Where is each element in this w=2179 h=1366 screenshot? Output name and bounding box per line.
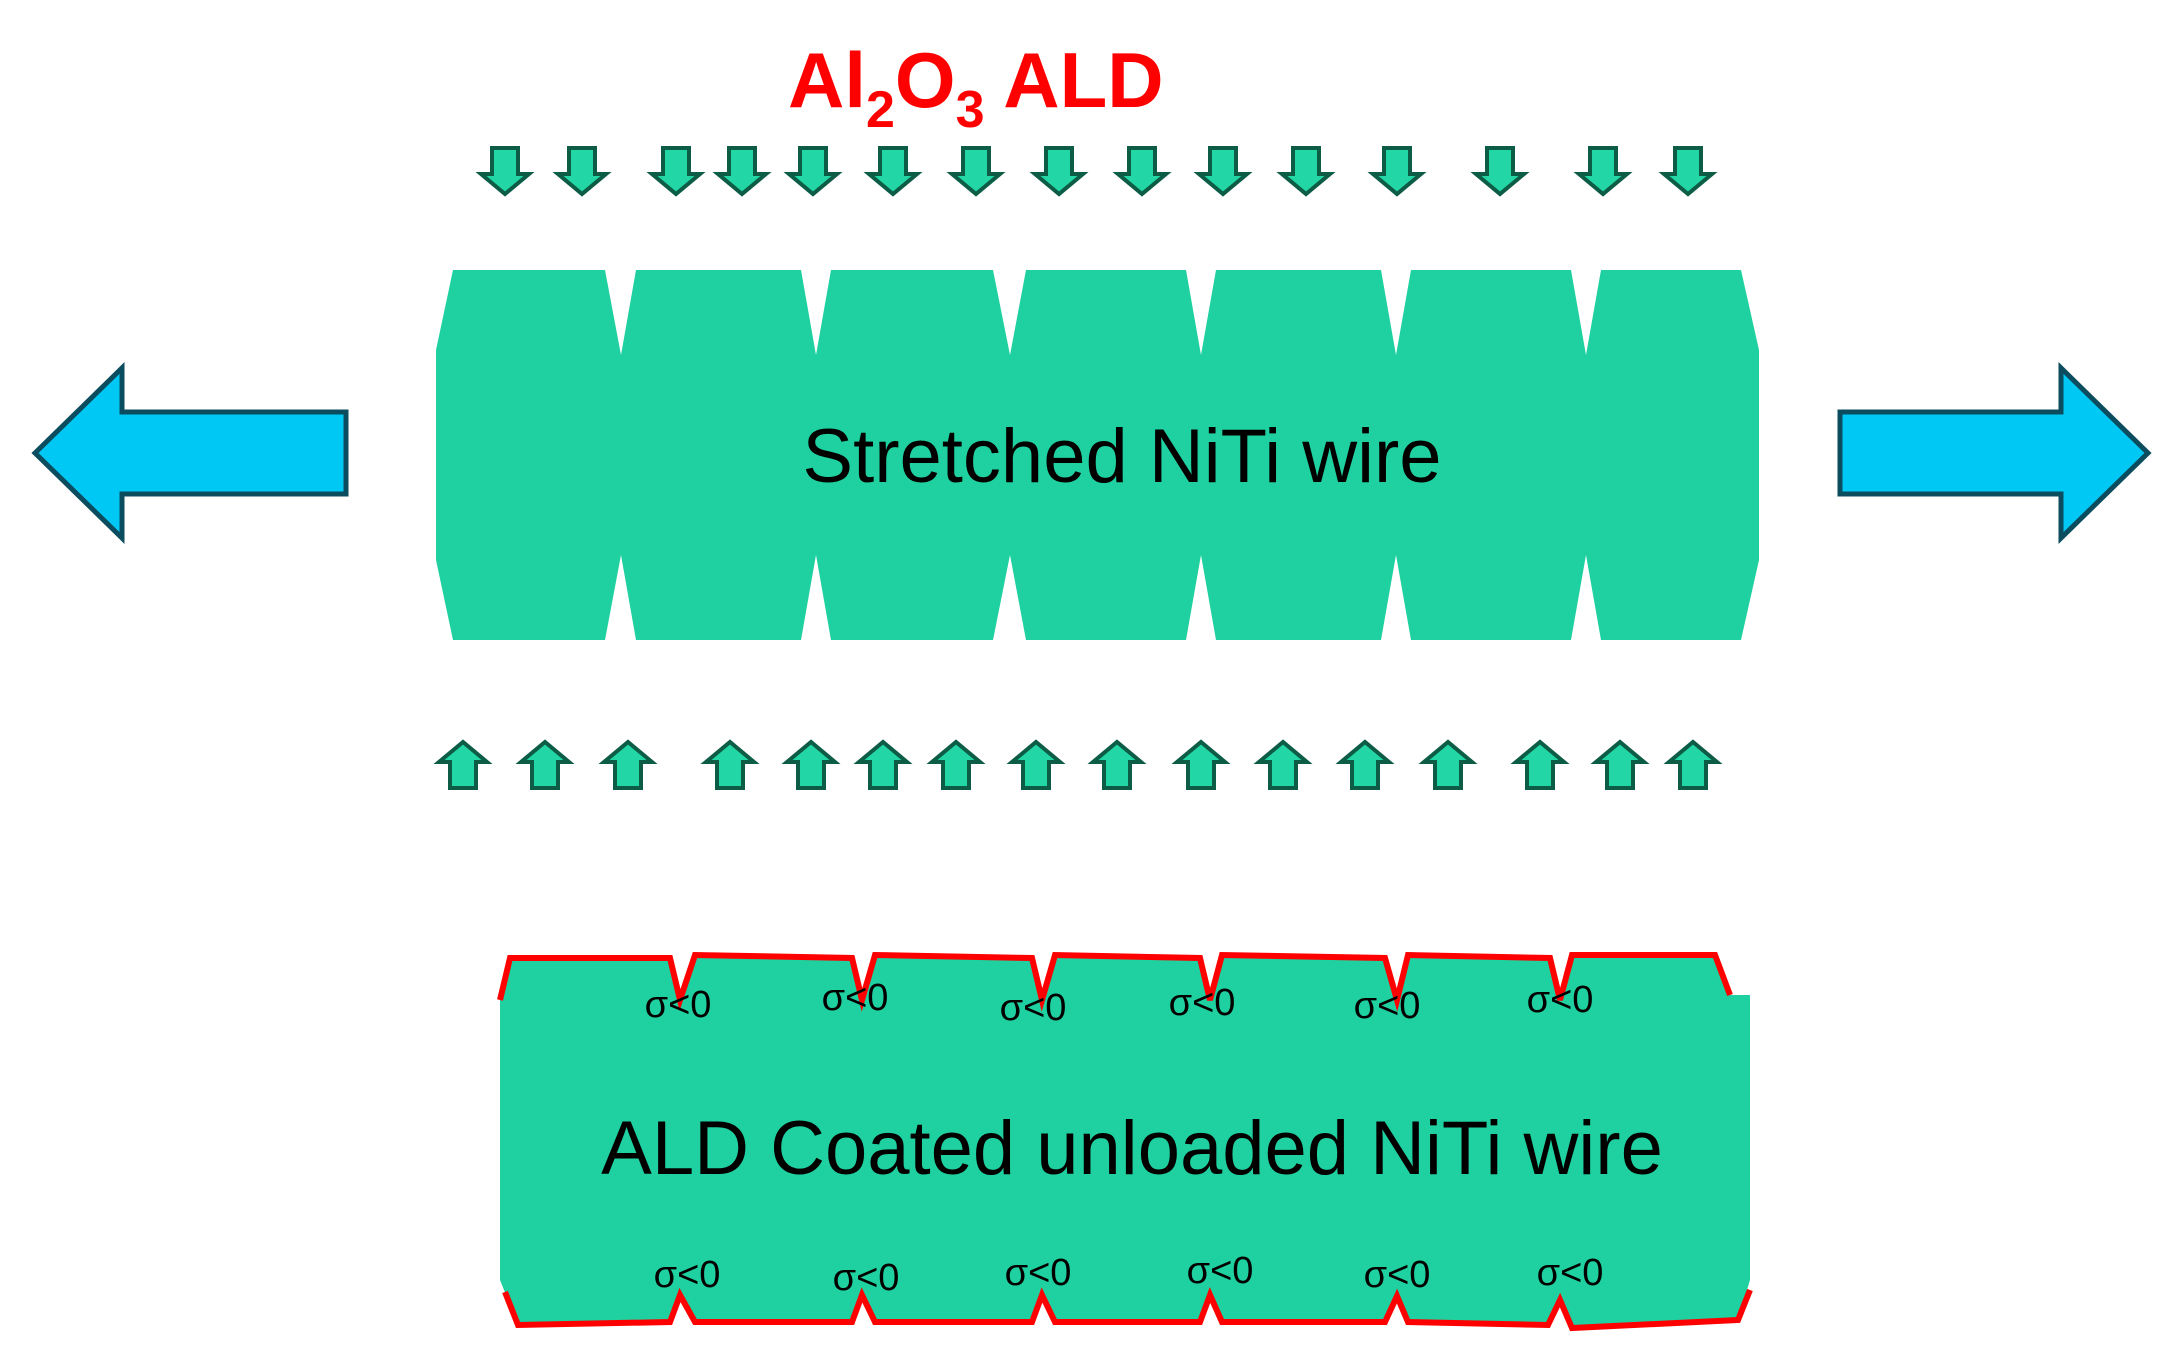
arrow-down-icon (1193, 146, 1253, 197)
title-sub-3: 3 (956, 81, 985, 139)
title-sub-2: 2 (866, 81, 895, 139)
arrow-down-icon (1112, 146, 1172, 197)
arrow-up-icon (1335, 739, 1395, 790)
arrow-up-icon (433, 739, 493, 790)
arrow-down-icon (1276, 146, 1336, 197)
arrow-down-icon (475, 146, 535, 197)
arrow-up-icon (700, 739, 760, 790)
arrow-down-icon (712, 146, 772, 197)
deposition-arrows-bottom (433, 739, 1723, 790)
arrow-up-icon (598, 739, 658, 790)
arrow-down-icon (1573, 146, 1633, 197)
arrow-up-icon (1087, 739, 1147, 790)
coating-layer-top (497, 951, 1733, 1012)
arrow-down-icon (1029, 146, 1089, 197)
arrow-down-icon (783, 146, 843, 197)
deposition-arrows-top (475, 146, 1718, 197)
arrow-down-icon (946, 146, 1006, 197)
stress-label: σ<0 (1527, 979, 1594, 1021)
coated-wire-label: ALD Coated unloaded NiTi wire (601, 1106, 1663, 1191)
stress-label: σ<0 (822, 977, 889, 1019)
stress-label: σ<0 (645, 984, 712, 1026)
arrow-up-icon (1171, 739, 1231, 790)
arrow-up-icon (1510, 739, 1570, 790)
stretched-wire-label: Stretched NiTi wire (802, 414, 1441, 499)
stress-label: σ<0 (1187, 1250, 1254, 1292)
stress-label: σ<0 (1364, 1254, 1431, 1296)
diagram-title: Al2O3 ALD (788, 36, 1164, 139)
stress-label: σ<0 (1169, 982, 1236, 1024)
arrow-up-icon (926, 739, 986, 790)
stress-label: σ<0 (654, 1254, 721, 1296)
arrow-down-icon (863, 146, 923, 197)
arrow-up-icon (1663, 739, 1723, 790)
title-al: Al (788, 36, 866, 124)
arrow-down-icon (1470, 146, 1530, 197)
arrow-up-icon (1006, 739, 1066, 790)
stress-label: σ<0 (833, 1257, 900, 1299)
title-ald: ALD (985, 36, 1164, 124)
arrow-down-icon (1658, 146, 1718, 197)
stress-label: σ<0 (1354, 985, 1421, 1027)
coated-wire-body (500, 955, 1750, 1328)
arrow-up-icon (1590, 739, 1650, 790)
stress-labels: σ<0 σ<0 σ<0 σ<0 σ<0 σ<0 σ<0 σ<0 σ<0 σ<0 σ<0 σ<0 (645, 977, 1604, 1299)
arrow-left-icon (31, 362, 349, 544)
arrow-right-icon (1837, 362, 2152, 544)
arrow-down-icon (552, 146, 612, 197)
stress-label: σ<0 (1000, 987, 1067, 1029)
arrow-up-icon (1253, 739, 1313, 790)
arrow-up-icon (515, 739, 575, 790)
arrow-up-icon (853, 739, 913, 790)
stress-label: σ<0 (1537, 1252, 1604, 1294)
title-o: O (895, 36, 956, 124)
arrow-down-icon (1367, 146, 1427, 197)
arrow-up-icon (781, 739, 841, 790)
stretched-wire-body (436, 270, 1759, 640)
arrow-up-icon (1418, 739, 1478, 790)
arrow-down-icon (646, 146, 706, 197)
coating-layer-bottom (502, 1287, 1753, 1332)
stress-label: σ<0 (1005, 1252, 1072, 1294)
